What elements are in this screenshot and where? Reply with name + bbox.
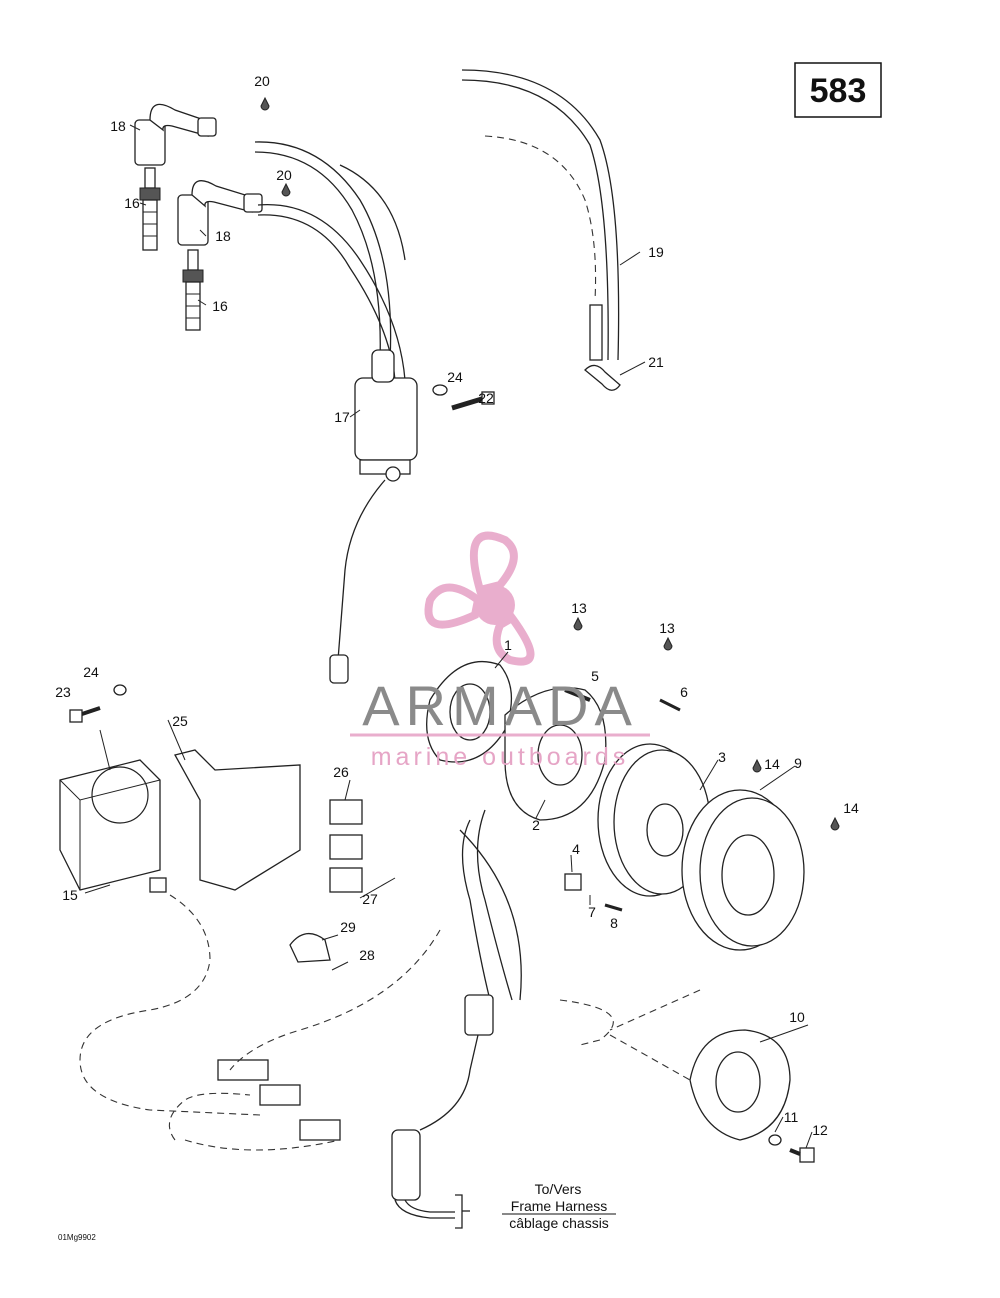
callout-24-b: 24	[83, 664, 99, 680]
callout-13-b: 13	[659, 620, 675, 636]
sensor-4	[564, 873, 582, 891]
wiring-harness	[391, 809, 614, 1219]
clip-29	[289, 933, 331, 963]
callout-18-b: 18	[215, 228, 231, 244]
leader-lines	[84, 124, 813, 1149]
callout-14-a: 14	[764, 756, 780, 772]
callout-17: 17	[334, 409, 350, 425]
harness-note-line2: Frame Harness	[511, 1198, 607, 1214]
coil-bolt	[451, 391, 495, 411]
stator-plate-1	[426, 660, 513, 763]
callout-11: 11	[784, 1109, 799, 1125]
callout-19: 19	[648, 244, 664, 260]
armada-logo	[350, 531, 650, 737]
callout-5: 5	[591, 668, 599, 684]
callout-27: 27	[362, 891, 378, 907]
callout-26: 26	[333, 764, 349, 780]
bolt-12	[789, 1147, 815, 1163]
callout-1: 1	[504, 637, 512, 653]
trigger-plate-10	[689, 1029, 791, 1141]
bolt-23	[69, 706, 101, 723]
callout-25: 25	[172, 713, 188, 729]
loctite-drops	[260, 96, 840, 831]
callout-10: 10	[789, 1009, 805, 1025]
callout-15: 15	[62, 887, 78, 903]
screw-5	[564, 688, 591, 702]
callout-16-b: 16	[212, 298, 228, 314]
callout-21: 21	[648, 354, 664, 370]
callout-4: 4	[572, 841, 580, 857]
drawing-code: 01Mg9902	[58, 1233, 96, 1242]
bracket-25	[174, 749, 301, 891]
spark-plug-cap-upper	[134, 103, 217, 166]
dashed-routing	[79, 894, 701, 1151]
watermark-tagline: marine outboards	[371, 743, 630, 771]
callout-8: 8	[610, 915, 618, 931]
washer-24-lower	[113, 684, 127, 696]
callout-18-a: 18	[110, 118, 126, 134]
spark-plug-cap-lower	[177, 180, 263, 246]
ignition-module-15	[59, 759, 167, 893]
cable-clip-21	[584, 364, 621, 391]
harness-bracket	[455, 1194, 470, 1229]
callout-28: 28	[359, 947, 375, 963]
callout-2: 2	[532, 817, 540, 833]
washer-11	[768, 1134, 782, 1146]
spark-plug-lower	[182, 249, 204, 331]
harness-note-line3: câblage chassis	[509, 1215, 609, 1231]
diagram-number: 583	[810, 72, 867, 110]
diagram-number-box: 583	[794, 62, 882, 118]
callout-7: 7	[588, 904, 596, 920]
callout-12: 12	[812, 1122, 828, 1138]
stator-coil-2	[504, 687, 607, 821]
connectors-bottom	[217, 1059, 341, 1141]
screw-8	[604, 903, 623, 912]
callout-22: 22	[478, 390, 494, 406]
callout-20-b: 20	[276, 167, 292, 183]
callout-6: 6	[680, 684, 688, 700]
ignition-coil	[329, 349, 418, 684]
callout-16-a: 16	[124, 195, 140, 211]
callout-20-a: 20	[254, 73, 270, 89]
callout-13-a: 13	[571, 600, 587, 616]
harness-note-line1: To/Vers	[535, 1181, 582, 1197]
callout-3: 3	[718, 749, 726, 765]
callout-14-b: 14	[843, 800, 859, 816]
callout-24-a: 24	[447, 369, 463, 385]
cable-19	[461, 69, 620, 361]
watermark-brand: ARMADA	[362, 674, 638, 737]
spark-plug-upper	[139, 167, 161, 251]
flywheel-cover-9	[681, 789, 805, 951]
coil-washer	[432, 384, 448, 396]
bracket-holder-26	[329, 799, 363, 893]
spark-plug-cables	[254, 141, 406, 381]
callout-9: 9	[794, 755, 802, 771]
callout-23: 23	[55, 684, 71, 700]
callout-29: 29	[340, 919, 356, 935]
screw-6	[659, 698, 681, 712]
